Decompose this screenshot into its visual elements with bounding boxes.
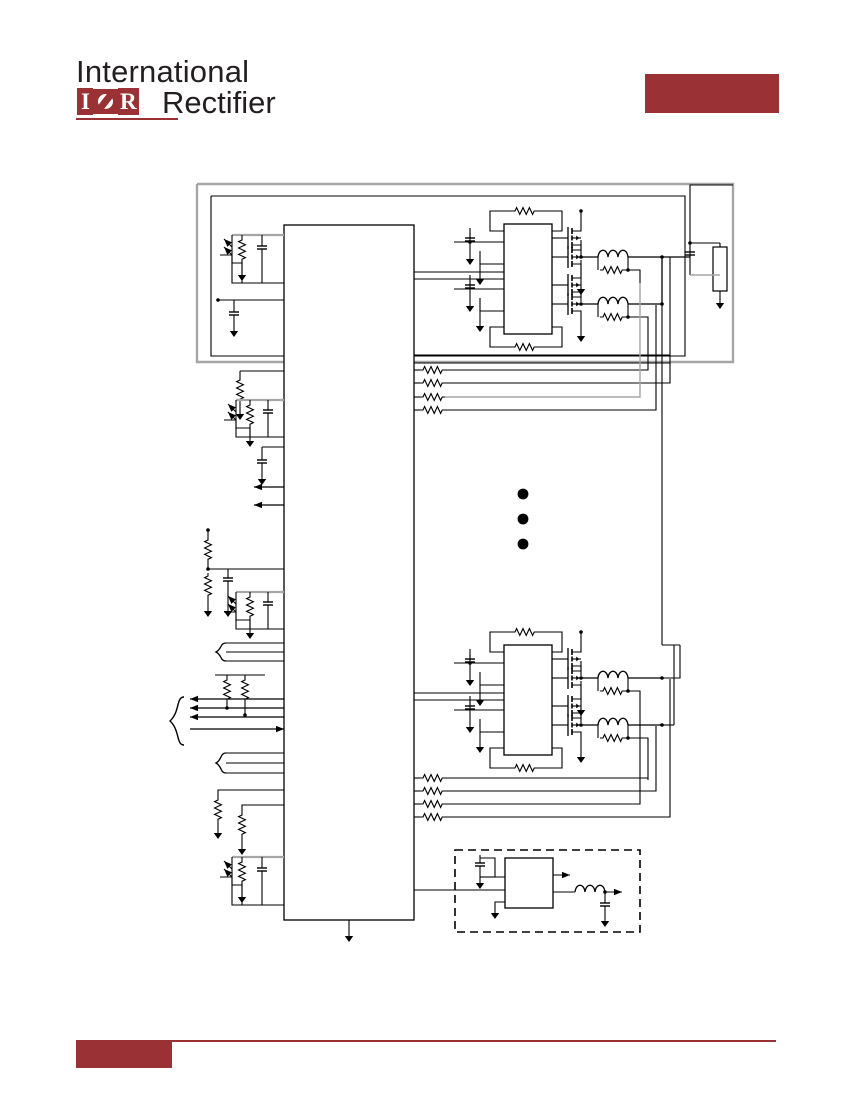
bias-divider-lower xyxy=(213,789,284,856)
controller-ic xyxy=(283,224,415,921)
page-footer xyxy=(0,1020,850,1100)
footer-accent-block xyxy=(76,1040,172,1068)
signal-bus-brace-lower xyxy=(214,752,284,774)
half-bridge-phase-n-1 xyxy=(552,630,662,717)
output-load-resistor xyxy=(712,246,728,292)
optional-ldo-block xyxy=(414,849,641,933)
phase-continuation-dots xyxy=(517,488,529,550)
inner-feedback-loop xyxy=(210,195,686,357)
gate-driver-bottom xyxy=(503,644,553,756)
logo-word-international: International xyxy=(76,54,250,89)
zener-bypass-network-upper xyxy=(224,398,284,448)
linear-regulator-ic xyxy=(504,857,554,909)
bypass-capacitor-mid xyxy=(256,446,284,486)
phase-stage-bottom xyxy=(414,628,681,780)
header-accent-block xyxy=(645,74,779,113)
ir-orb-icon xyxy=(92,88,118,114)
bias-divider-upper xyxy=(235,370,284,421)
output-inductor xyxy=(597,249,629,258)
output-inductor xyxy=(597,670,629,679)
output-inductor xyxy=(597,717,629,726)
logo-word-rectifier: Rectifier xyxy=(162,85,276,120)
footer-rule xyxy=(76,1040,776,1042)
sense-bus-bottom xyxy=(414,679,671,821)
output-inductor xyxy=(597,296,629,305)
vcc-bypass-network-top xyxy=(220,233,284,284)
ir-letter-i-icon: I xyxy=(77,87,93,115)
current-sense-bus xyxy=(414,257,671,414)
phase-stage-top xyxy=(414,207,662,351)
ir-letter-r-icon: R xyxy=(117,87,139,115)
signal-bus-brace-main xyxy=(168,695,284,746)
zener-bypass-network-lower xyxy=(224,590,284,640)
current-sense-divider xyxy=(215,674,265,717)
half-bridge-phase-n xyxy=(552,681,662,780)
ground-bypass-capacitor-top xyxy=(216,298,284,338)
outer-feedback-loop xyxy=(195,182,735,364)
half-bridge-phase-b xyxy=(552,260,662,343)
sense-bus-top xyxy=(414,354,670,364)
feedback-divider-mid xyxy=(203,528,284,618)
half-bridge-phase-a xyxy=(552,209,662,296)
gate-driver-top xyxy=(503,223,553,335)
control-input-arrows xyxy=(254,483,284,509)
signal-bus-brace-upper xyxy=(214,642,284,662)
vcc-bypass-network-bottom xyxy=(220,855,284,906)
application-circuit-diagram xyxy=(150,165,770,955)
header-rule xyxy=(76,118,178,120)
output-load-network xyxy=(660,184,733,645)
controller-ground-pin xyxy=(344,920,354,943)
schematic-svg xyxy=(168,182,735,943)
